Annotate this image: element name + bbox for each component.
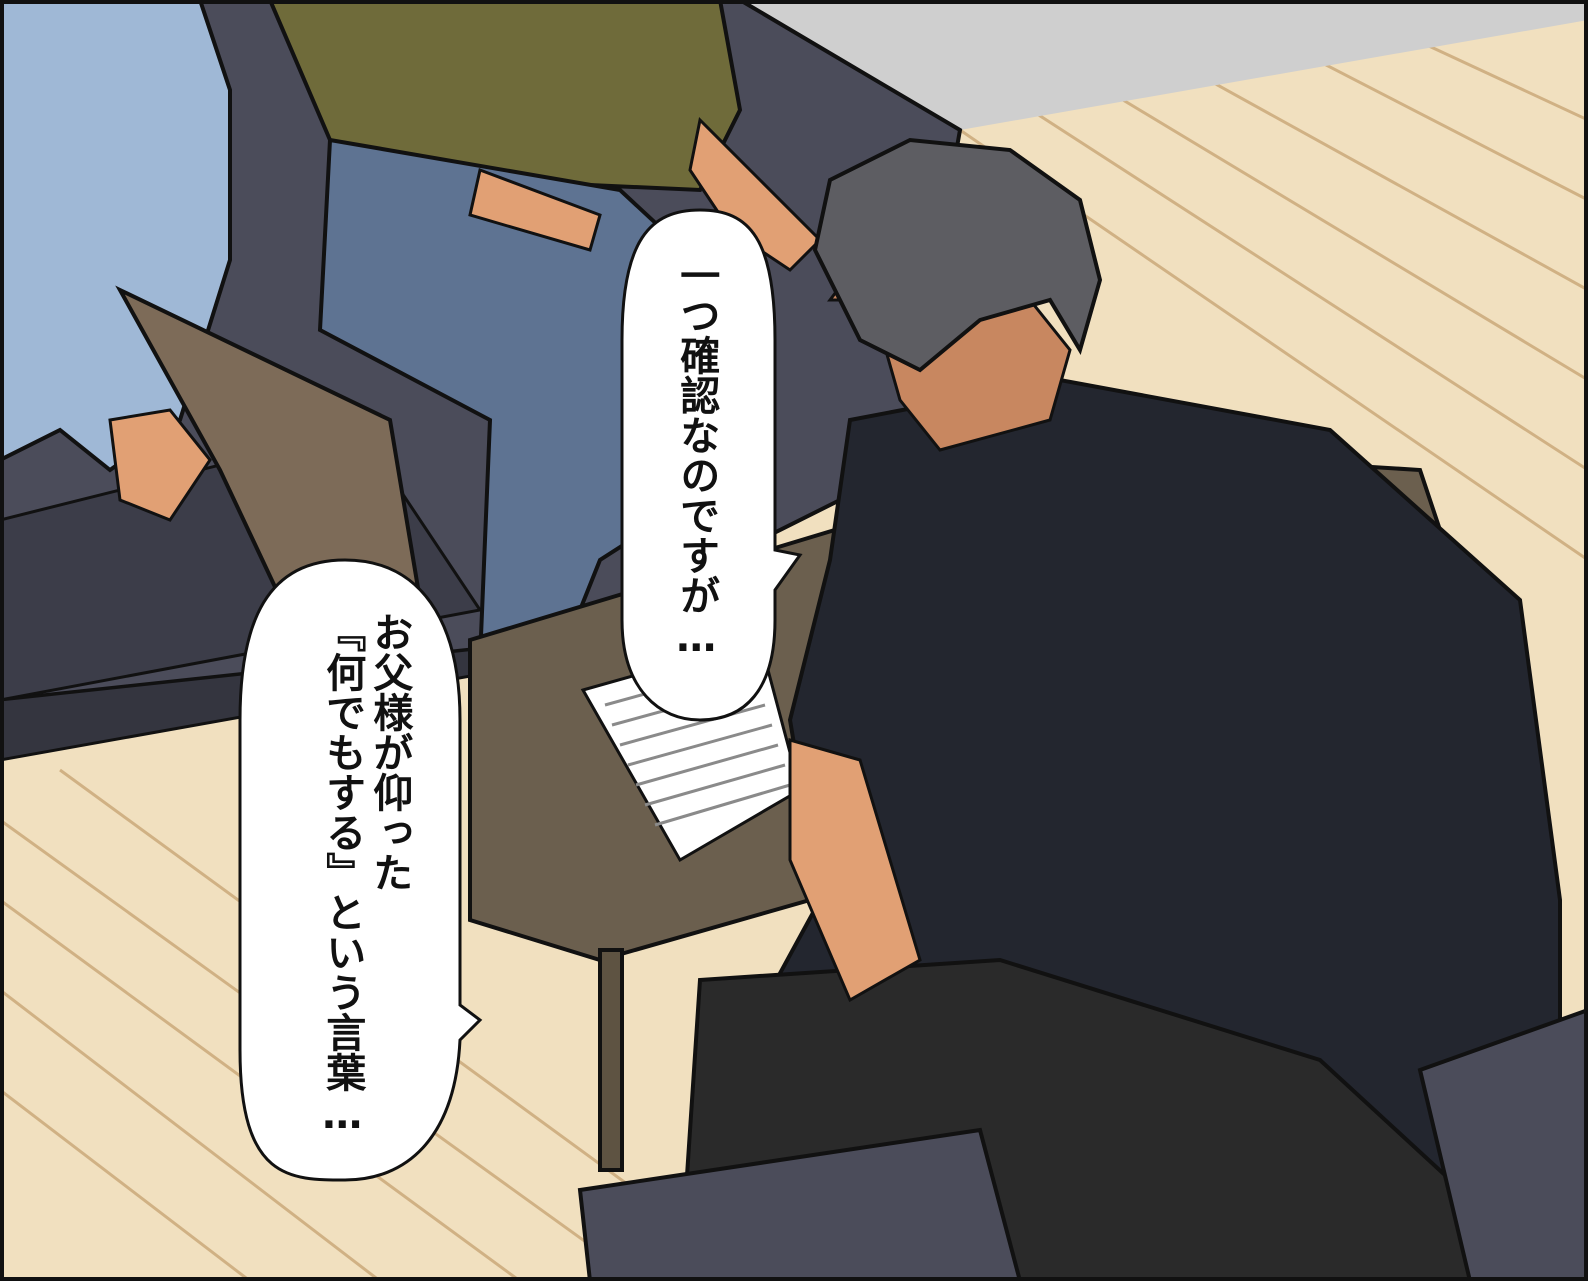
foreground-chair-right: [1417, 1007, 1588, 1281]
woman-hand-left: [468, 167, 602, 252]
clasped-hands: [108, 408, 212, 522]
woman-hand-right: [688, 116, 823, 272]
back-wall: [120, 0, 1588, 130]
man-forearm: [788, 738, 922, 1003]
speech-text-1: 一つ確認なのですが…: [673, 255, 720, 661]
speech-line: 『何でもする』という言葉…: [319, 612, 366, 1138]
foreground-chair-left: [577, 1127, 1023, 1281]
speech-text-2: お父様が仰った 『何でもする』という言葉…: [318, 612, 412, 1138]
speech-line: お父様が仰った: [366, 612, 413, 892]
man-hair: [812, 137, 1103, 373]
